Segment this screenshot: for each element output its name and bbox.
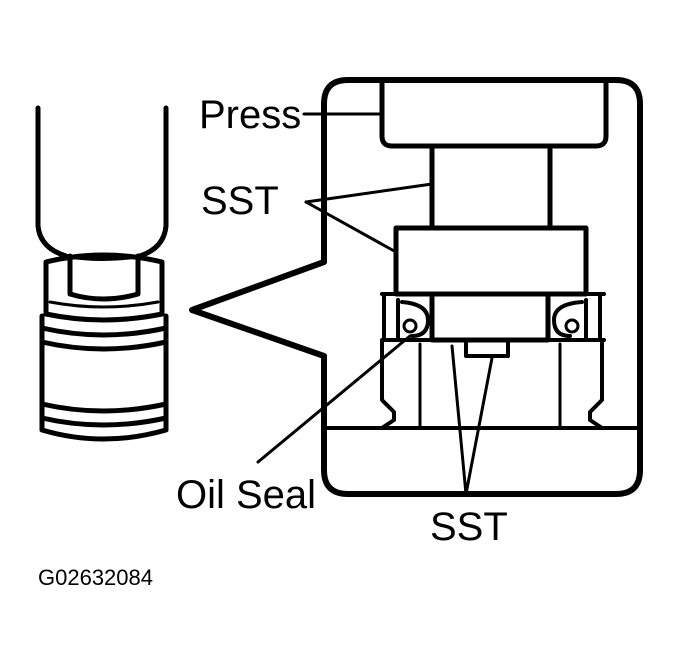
sst-lower-leader-a: [450, 344, 468, 496]
press-label: Press: [199, 93, 301, 137]
housing-section: [324, 340, 640, 430]
sst-shaft: [429, 143, 553, 231]
sst-block: [393, 225, 589, 297]
oil-seal-left: [382, 294, 430, 342]
sst-upper-leader-b: [304, 200, 398, 254]
sst-lower-leader-b: [464, 356, 494, 496]
press-head: [379, 79, 609, 149]
housing-body: [39, 313, 169, 442]
sst-upper-leader-a: [304, 182, 434, 204]
sst-upper-label: SST: [201, 179, 279, 223]
oil-seal-label: Oil Seal: [176, 473, 316, 517]
sst-lower-label: SST: [430, 505, 508, 549]
press-ram: [35, 105, 169, 261]
seal-driver-plate: [380, 291, 606, 343]
oil-seal-right: [552, 294, 602, 342]
figure-code: G02632084: [38, 565, 153, 590]
oil-seal-leader: [256, 334, 412, 464]
sst-center-pin: [464, 338, 510, 358]
housing-collar: [43, 252, 165, 323]
leader-lines: [256, 112, 494, 496]
detail-callout: [189, 77, 643, 497]
seal-installer-tool: [67, 253, 141, 302]
